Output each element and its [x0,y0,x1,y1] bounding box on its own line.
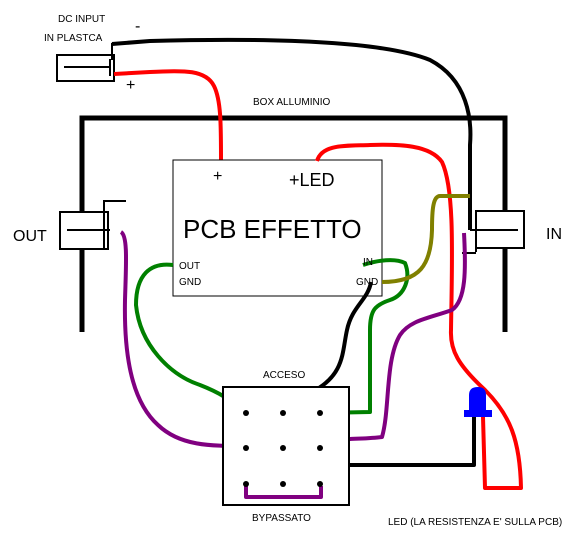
footswitch [222,386,350,506]
wire-out-jack [119,230,246,448]
pcb-board [172,159,383,297]
wire-in-jack [381,194,470,284]
in-jack-label: IN [546,226,562,243]
box-label: BOX ALLUMINIO [253,97,330,108]
switch-lug [280,410,286,416]
switch-lug [317,410,323,416]
wire-in-switch [319,232,467,447]
switch-lug [280,481,286,487]
wire-led-positive [315,142,523,490]
switch-lug [317,481,323,487]
pcb-led-label: +LED [289,170,335,190]
bypass-strap [244,486,323,499]
led-note-label: LED (LA RESISTENZA E' SULLA PCB) [388,517,562,528]
dc-minus-label: - [135,18,140,35]
wire-pcb-in [319,258,410,415]
in-plastica-label: IN PLASTCA [44,33,103,44]
switch-lug [243,445,249,451]
wire-dc-positive [113,69,223,161]
pcb-gnd-left-label: GND [179,277,201,288]
switch-lug [317,445,323,451]
pcb-gnd-right-label: GND [356,277,378,288]
pcb-in-label: IN [363,257,373,268]
dc-plus-label: + [126,77,135,94]
switch-lug [243,481,249,487]
wire-pcb-out [134,262,247,415]
pcb-out-label: OUT [179,261,200,272]
pcb-plus-label: + [213,168,222,185]
led-icon [464,387,492,417]
out-jack-label: OUT [13,228,47,245]
pcb-title: PCB EFFETTO [183,214,362,244]
bypassato-label: BYPASSATO [252,513,311,524]
wire-dc-negative [111,37,473,230]
switch-lug [280,445,286,451]
acceso-label: ACCESO [263,370,305,381]
dc-input-label: DC INPUT [58,14,105,25]
switch-lug [243,410,249,416]
